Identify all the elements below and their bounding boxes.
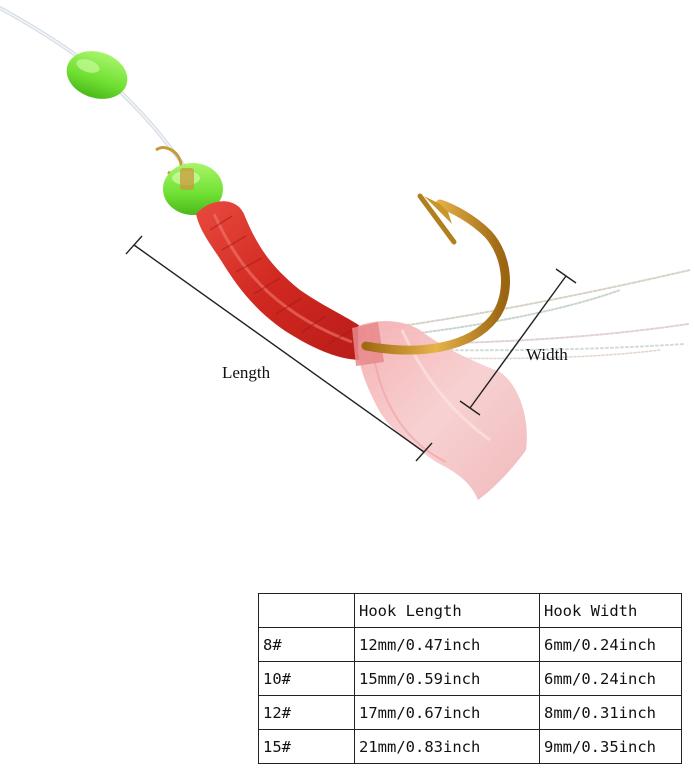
header-size	[258, 593, 355, 628]
header-hook-width: Hook Width	[539, 593, 682, 628]
gold-hook	[361, 193, 510, 355]
green-oval-bead	[66, 51, 128, 99]
length-cell: 12mm/0.47inch	[354, 627, 540, 662]
length-cell: 21mm/0.83inch	[354, 729, 540, 764]
length-cell: 15mm/0.59inch	[354, 661, 540, 696]
width-label: Width	[526, 345, 568, 364]
length-cell: 17mm/0.67inch	[354, 695, 540, 730]
size-cell: 15#	[258, 729, 355, 764]
width-cell: 6mm/0.24inch	[539, 661, 682, 696]
table-row: 12# 17mm/0.67inch 8mm/0.31inch	[258, 695, 682, 730]
header-hook-length: Hook Length	[354, 593, 540, 628]
width-cell: 6mm/0.24inch	[539, 627, 682, 662]
size-cell: 8#	[258, 627, 355, 662]
table-row: 10# 15mm/0.59inch 6mm/0.24inch	[258, 661, 682, 696]
table-row: 15# 21mm/0.83inch 9mm/0.35inch	[258, 729, 682, 764]
size-cell: 12#	[258, 695, 355, 730]
length-dimension-line	[125, 235, 433, 462]
width-cell: 9mm/0.35inch	[539, 729, 682, 764]
table-row: 8# 12mm/0.47inch 6mm/0.24inch	[258, 627, 682, 662]
size-cell: 10#	[258, 661, 355, 696]
red-lure-body	[196, 201, 366, 360]
green-head-bead	[163, 163, 223, 215]
width-dimension-line	[459, 268, 577, 416]
length-label: Length	[222, 363, 271, 382]
hook-size-table: Hook Length Hook Width 8# 12mm/0.47inch …	[258, 593, 682, 764]
width-cell: 8mm/0.31inch	[539, 695, 682, 730]
table-header-row: Hook Length Hook Width	[258, 593, 682, 628]
